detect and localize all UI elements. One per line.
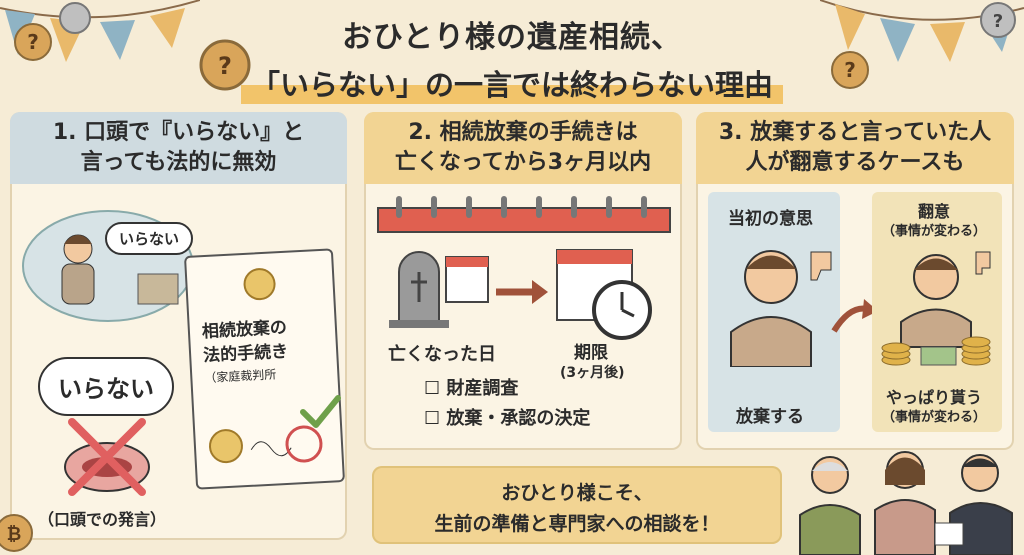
svg-text:?: ?	[27, 30, 39, 54]
title-line1: おひとり様の遺産相続、	[341, 20, 683, 55]
initial-intent-label: 当初の意思	[728, 209, 813, 229]
panel2-heading-line2: 亡くなってから3ヶ月以内	[394, 150, 652, 175]
change-label-sub: （事情が変わる）	[882, 224, 987, 239]
panel1-heading: 1. 口頭で『いらない』と言っても法的に無効	[10, 112, 347, 184]
title-line2: 「いらない」の一言では終わらない理由	[240, 62, 783, 104]
svg-text:?: ?	[218, 52, 232, 80]
panel1-heading-line1: 1. 口頭で『いらない』と	[52, 120, 305, 146]
checklist-item: ☐ 財産調査	[424, 378, 519, 399]
panel-change-of-mind: 3. 放棄すると言っていた人人が翻意するケースも 当初の意思 放棄する 翻意 （…	[696, 112, 1014, 450]
checklist-item-label: 財産調査	[446, 378, 519, 399]
bunting-left: ?	[0, 0, 200, 62]
person-with-money-icon	[881, 251, 991, 366]
deadline-label: 期限	[574, 343, 608, 363]
coin-icon: ₿	[0, 514, 33, 552]
panel-oral-invalid: 1. 口頭で『いらない』と言っても法的に無効 いらない いらない （口頭での発言…	[10, 112, 347, 540]
panel1-heading-line2: 言っても法的に無効	[80, 150, 277, 175]
change-caption-sub: （事情が変わる）	[882, 410, 987, 425]
gravestone-icon	[389, 251, 489, 328]
panel3-heading-line2: 人が翻意するケースも	[745, 150, 965, 175]
deadline-sub: (3ヶ月後)	[560, 365, 625, 381]
panel2-heading-line1: 2. 相続放棄の手続きは	[408, 120, 638, 146]
speech-bubble-text: いらない	[38, 357, 174, 416]
change-label: 翻意	[918, 202, 951, 221]
stamp-icon	[208, 425, 323, 464]
cross-mark-icon	[64, 418, 150, 496]
calendar-banner	[377, 196, 671, 233]
panel3-heading-line1: 3. 放棄すると言っていた人	[718, 120, 992, 146]
bunting-right: ? ?	[820, 0, 1024, 89]
change-caption: やっぱり貰う	[886, 388, 983, 407]
legal-document: 相続放棄の 法的手続き （家庭裁判所	[183, 248, 346, 490]
advice-line1: おひとり様こそ、	[501, 482, 653, 504]
arrow-right-icon	[496, 280, 548, 304]
doc-title-line2: 法的手続き	[202, 341, 289, 367]
svg-text:?: ?	[993, 11, 1003, 32]
seal-icon	[243, 268, 276, 301]
page-title: おひとり様の遺産相続、 「いらない」の一言では終わらない理由	[0, 12, 1024, 104]
thought-bubble-text: いらない	[105, 222, 194, 255]
checklist-item-label: 放棄・承認の決定	[446, 408, 591, 429]
panel2-heading: 2. 相続放棄の手続きは亡くなってから3ヶ月以内	[364, 112, 682, 184]
initial-intent-box	[708, 192, 840, 432]
oral-caption: （口頭での発言）	[38, 510, 167, 529]
doc-subtitle: （家庭裁判所	[204, 367, 277, 386]
svg-text:₿: ₿	[7, 524, 22, 545]
panel-deadline: 2. 相続放棄の手続きは亡くなってから3ヶ月以内 亡くなった日 期限 (3ヶ月後…	[364, 112, 682, 450]
consultants-illustration	[799, 451, 1013, 555]
advice-line2: 生前の準備と専門家への相談を！	[434, 513, 720, 535]
calendar-clock-icon	[556, 249, 652, 340]
initial-intent-caption: 放棄する	[736, 407, 804, 427]
person-thumbs-down-icon	[730, 250, 832, 367]
check-icon	[300, 395, 341, 428]
svg-text:?: ?	[844, 58, 856, 82]
death-date-label: 亡くなった日	[388, 344, 496, 365]
checklist-item: ☐ 放棄・承認の決定	[424, 408, 591, 429]
panel3-heading: 3. 放棄すると言っていた人人が翻意するケースも	[696, 112, 1014, 184]
advice-banner: おひとり様こそ、 生前の準備と専門家への相談を！	[372, 466, 782, 544]
coin-icon: ?	[199, 39, 251, 91]
curved-arrow-icon	[831, 299, 878, 333]
